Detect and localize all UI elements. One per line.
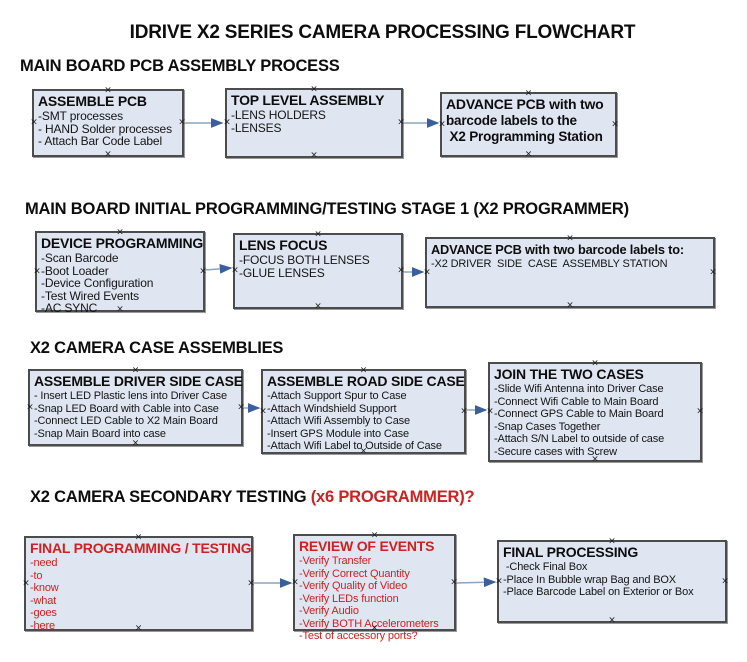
- box-item: -Slide Wifi Antenna into Driver Case: [494, 383, 664, 395]
- box-item: -Device Configuration: [41, 276, 154, 290]
- flow-box-assemble-road-side-case: ASSEMBLE ROAD SIDE CASE -Attach Support …: [259, 366, 468, 456]
- box-items: - Insert LED Plastic lens into Driver Ca…: [30, 390, 241, 440]
- box-item: -Verify Quality of Video: [299, 580, 408, 592]
- box-items: -LENS HOLDERS-LENSES: [227, 109, 401, 134]
- box-title: REVIEW OF EVENTS: [299, 538, 435, 554]
- box-item: -Test Wired Events: [41, 288, 139, 303]
- box-item: -Attach Wifi Label to Outside of Case: [267, 440, 442, 452]
- box-item: -FOCUS BOTH LENSES: [239, 253, 370, 267]
- box-items: -need-to-know-what-goes-here: [26, 557, 251, 632]
- box-items: -Scan Barcode-Boot Loader-Device Configu…: [37, 252, 203, 315]
- box-item: -know: [30, 582, 59, 594]
- box-item: -Secure cases with Screw: [494, 445, 617, 458]
- box-title: JOIN THE TWO CASES: [494, 366, 644, 382]
- connector-handle-bottom: ×: [131, 438, 140, 449]
- flow-box-lens-focus: LENS FOCUS -FOCUS BOTH LENSES-GLUE LENSE…: [231, 230, 405, 312]
- flow-box-top-level-assembly: TOP LEVEL ASSEMBLY -LENS HOLDERS-LENSES …: [223, 85, 405, 161]
- box-item: - HAND Solder processes: [38, 121, 172, 136]
- box-item: -LENSES: [231, 120, 282, 135]
- connector-handle-bottom: ×: [314, 301, 322, 312]
- box-item: -Test of accessory ports?: [299, 630, 418, 642]
- box-items: -X2 DRIVER SIDE CASE ASSEMBLY STATION: [427, 258, 713, 271]
- box-item: -Attach Windshield Support: [267, 402, 397, 415]
- box-item: -here: [30, 619, 55, 632]
- box-item: -Connect Wifi Cable to Main Board: [494, 395, 659, 408]
- box-item: -GLUE LENSES: [239, 265, 325, 280]
- box-item: -Connect GPS Cable to Main Board: [494, 408, 664, 420]
- section-heading-secondary-testing-red: (x6 PROGRAMMER)?: [310, 488, 475, 506]
- box-items: barcode labels to the X2 Programming Sta…: [442, 113, 615, 145]
- box-item: -Insert GPS Module into Case: [267, 427, 409, 440]
- box-title: LENS FOCUS: [239, 237, 328, 253]
- box-item: -Check Final Box: [503, 561, 588, 573]
- box-item: -Snap Main Board into case: [34, 427, 166, 440]
- connector-handle-bottom: ×: [310, 150, 318, 161]
- box-item: -Verify LEDs function: [299, 592, 399, 605]
- section-heading-pcb-assembly: MAIN BOARD PCB ASSEMBLY PROCESS: [20, 57, 340, 75]
- flow-box-review-of-events: REVIEW OF EVENTS -Verify Transfer-Verify…: [291, 531, 458, 642]
- flow-box-final-processing: FINAL PROCESSING -Check Final Box-Place …: [495, 537, 729, 626]
- box-item: -X2 DRIVER SIDE CASE ASSEMBLY STATION: [431, 258, 668, 270]
- box-item: X2 Programming Station: [446, 129, 603, 144]
- box-items: -FOCUS BOTH LENSES-GLUE LENSES: [235, 254, 401, 279]
- box-item: -what: [30, 594, 57, 607]
- flow-box-join-the-two-cases: JOIN THE TWO CASES -Slide Wifi Antenna i…: [486, 359, 704, 464]
- section-heading-initial-programming: MAIN BOARD INITIAL PROGRAMMING/TESTING S…: [25, 200, 629, 218]
- box-title: ADVANCE PCB with two barcode labels to:: [431, 242, 684, 257]
- box-title: FINAL PROGRAMMING / TESTING: [30, 540, 252, 556]
- box-item: -Scan Barcode: [41, 251, 119, 265]
- box-items: -Check Final Box-Place In Bubble wrap Ba…: [499, 561, 725, 599]
- box-item: -need: [30, 557, 58, 569]
- box-items: -Slide Wifi Antenna into Driver Case-Con…: [490, 383, 700, 458]
- box-item: -Verify Transfer: [299, 555, 372, 567]
- box-items: -Verify Transfer-Verify Correct Quantity…: [295, 555, 454, 643]
- box-item: - Attach Bar Code Label: [38, 134, 162, 148]
- box-item: -Snap Cases Together: [494, 420, 601, 433]
- section-heading-secondary-testing-black: X2 CAMERA SECONDARY TESTING: [30, 488, 311, 506]
- box-title: TOP LEVEL ASSEMBLY: [231, 92, 385, 108]
- flow-arrow-3: [204, 263, 233, 274]
- box-item: -LENS HOLDERS: [231, 108, 326, 122]
- box-item: -Attach Support Spur to Case: [267, 390, 407, 402]
- flow-box-advance-pcb-programming-station: ADVANCE PCB with two barcode labels to t…: [438, 89, 619, 160]
- box-item: -Place Barcode Label on Exterior or Box: [503, 586, 694, 598]
- box-item: -Attach S/N Label to outside of case: [494, 433, 665, 445]
- box-title: ASSEMBLE PCB: [38, 93, 147, 109]
- box-item: -Snap LED Board with Cable into Case: [34, 402, 219, 415]
- connector-handle-bottom: ×: [524, 149, 533, 160]
- flow-arrow-8: [455, 577, 497, 588]
- box-title: DEVICE PROGRAMMING: [41, 235, 204, 251]
- flow-box-device-programming: DEVICE PROGRAMMING -Scan Barcode-Boot Lo…: [33, 228, 207, 315]
- box-item: -Verify Correct Quantity: [299, 567, 410, 580]
- flow-box-assemble-pcb: ASSEMBLE PCB -SMT processes- HAND Solder…: [30, 86, 186, 160]
- box-title: ADVANCE PCB with two: [446, 96, 604, 112]
- box-item: -AC SYNC: [41, 301, 98, 315]
- box-item: -goes: [30, 607, 57, 619]
- section-heading-secondary-testing: X2 CAMERA SECONDARY TESTING (x6 PROGRAMM…: [30, 488, 475, 507]
- box-title: ASSEMBLE ROAD SIDE CASE: [267, 373, 465, 389]
- box-item: barcode labels to the: [446, 113, 577, 128]
- box-items: -Attach Support Spur to Case-Attach Wind…: [263, 390, 464, 453]
- box-items: -SMT processes- HAND Solder processes- A…: [34, 110, 182, 148]
- connector-handle-bottom: ×: [104, 149, 112, 160]
- connector-handle-bottom: ×: [608, 615, 616, 626]
- box-title: ASSEMBLE DRIVER SIDE CASE: [34, 373, 243, 389]
- box-item: -Connect LED Cable to X2 Main Board: [34, 415, 218, 427]
- box-item: -Place In Bubble wrap Bag and BOX: [503, 573, 676, 586]
- box-item: -Verify BOTH Accelerometers: [299, 617, 439, 630]
- box-item: -Attach Wifi Assembly to Case: [267, 415, 410, 427]
- box-item: -Verify Audio: [299, 605, 359, 617]
- connector-handle-bottom: ×: [566, 300, 574, 311]
- box-item: -to: [30, 569, 43, 582]
- flow-box-final-programming-testing: FINAL PROGRAMMING / TESTING -need-to-kno…: [22, 533, 255, 633]
- page-title: IDRIVE X2 SERIES CAMERA PROCESSING FLOWC…: [129, 22, 636, 43]
- box-item: - Insert LED Plastic lens into Driver Ca…: [34, 390, 227, 402]
- box-item: -SMT processes: [38, 109, 124, 123]
- flow-box-advance-pcb-driver-side-station: ADVANCE PCB with two barcode labels to: …: [423, 234, 717, 311]
- flow-box-assemble-driver-side-case: ASSEMBLE DRIVER SIDE CASE - Insert LED P…: [26, 366, 245, 449]
- section-heading-case-assemblies: X2 CAMERA CASE ASSEMBLIES: [30, 339, 284, 357]
- box-item: -Boot Loader: [41, 263, 109, 278]
- box-title: FINAL PROCESSING: [503, 544, 639, 560]
